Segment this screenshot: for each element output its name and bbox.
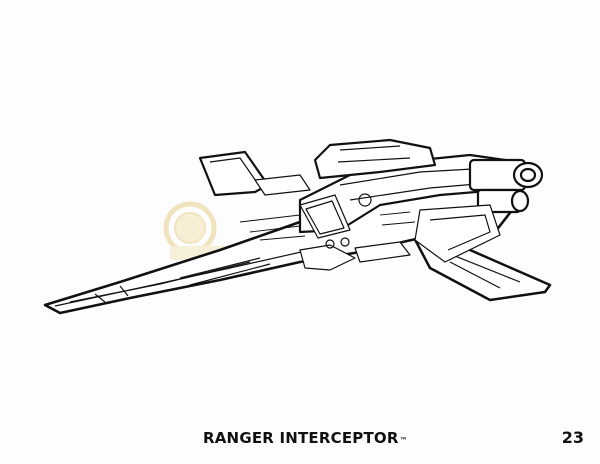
engines — [468, 158, 544, 214]
trademark-symbol: ™ — [399, 436, 408, 445]
fuselage — [43, 166, 522, 315]
ship-drawing — [43, 138, 552, 315]
cockpit — [299, 194, 351, 239]
page-number: 23 — [561, 428, 584, 447]
ranger-interceptor-illustration — [43, 138, 552, 315]
ship-name-text: RANGER INTERCEPTOR — [203, 429, 399, 447]
ship-name-caption: RANGER INTERCEPTOR™ — [203, 429, 408, 447]
